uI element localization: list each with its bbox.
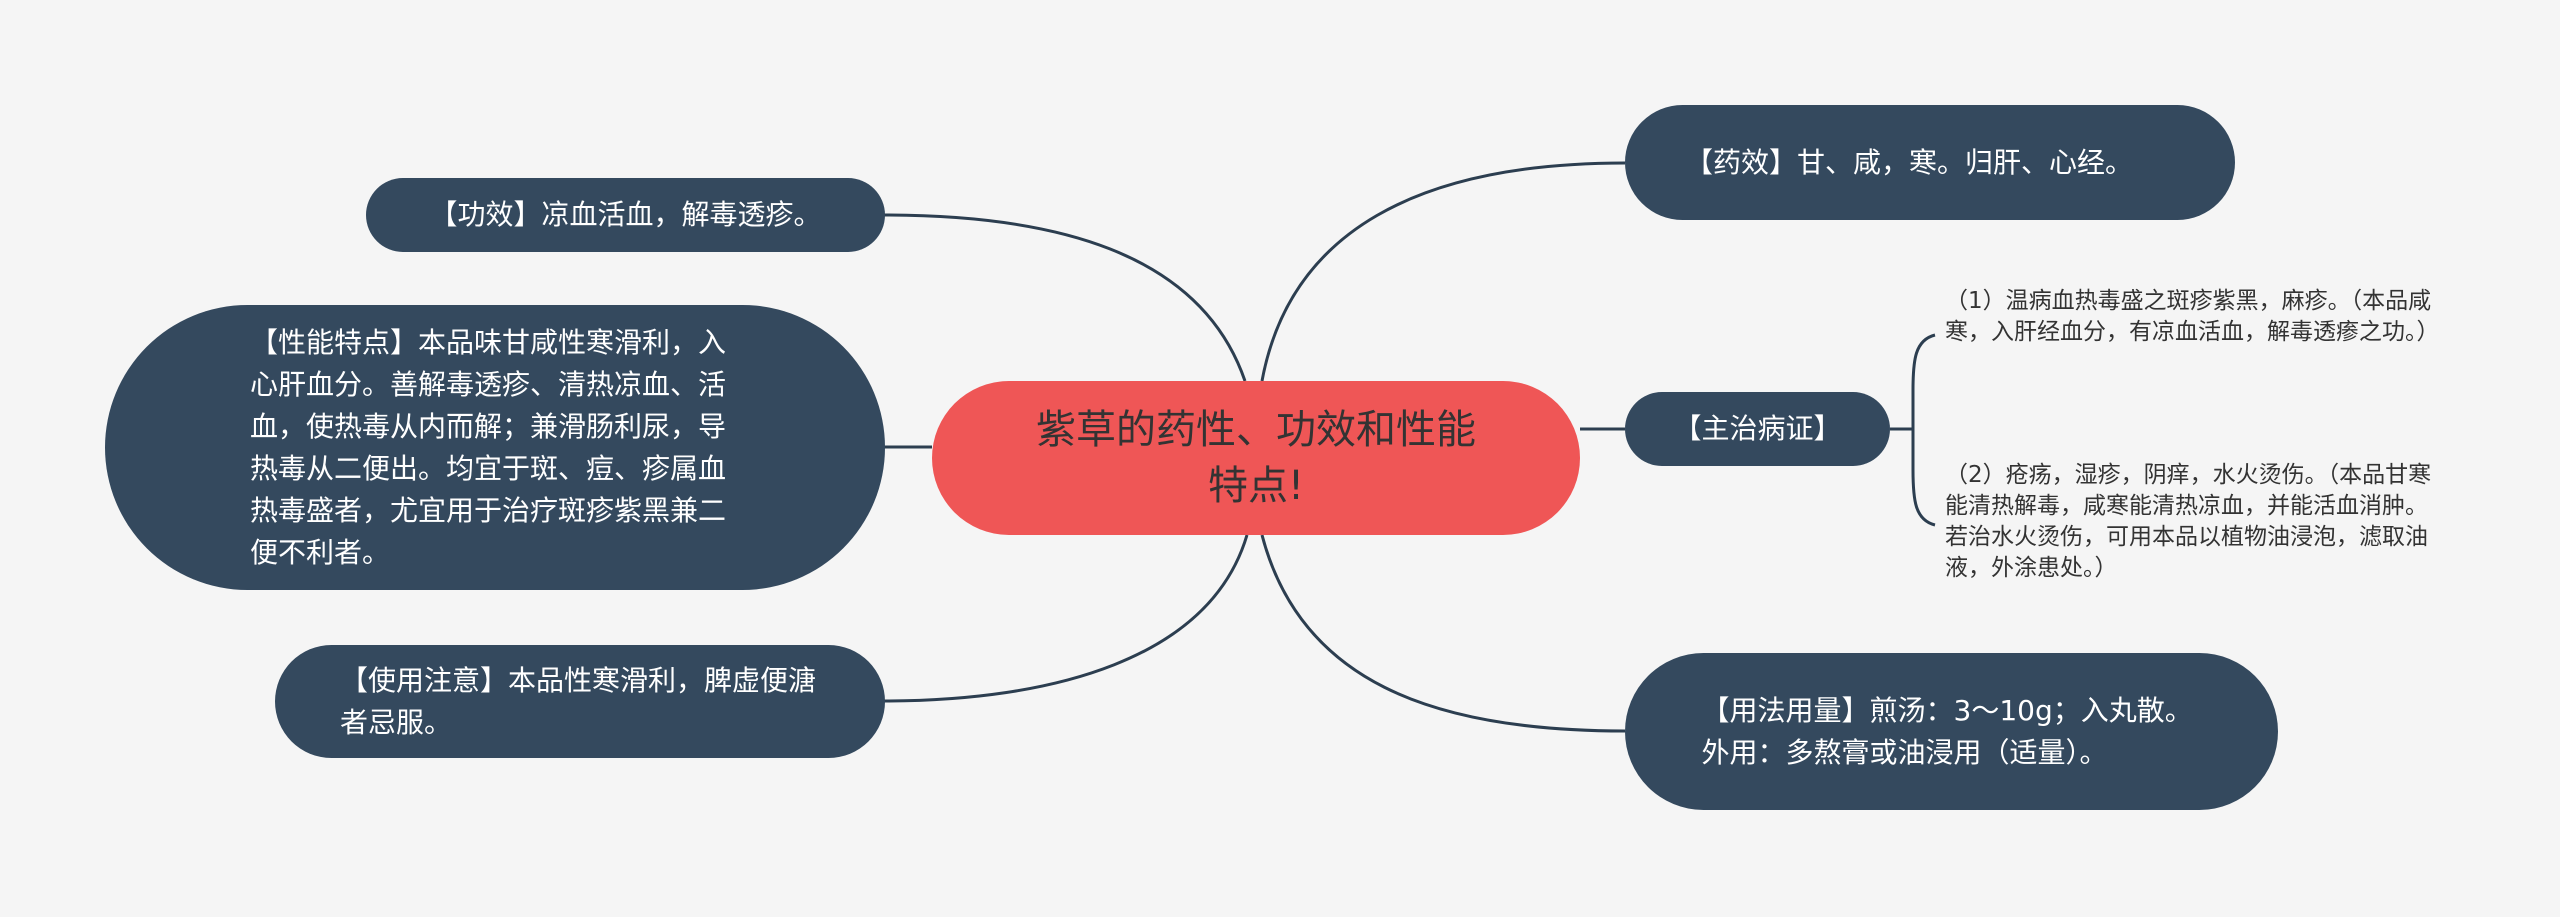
node-gongxiao-text: 【功效】凉血活血，解毒透疹。 [429,198,822,231]
link-yaoxiao [1260,161,1626,382]
node-xingneng-text: 【性能特点】本品味甘咸性寒滑利，入心肝血分。善解毒透疹、清热凉血、活血，使热毒从… [250,325,727,569]
link-yongfa [1260,534,1626,733]
node-xingneng[interactable]: 【性能特点】本品味甘咸性寒滑利，入心肝血分。善解毒透疹、清热凉血、活血，使热毒从… [105,305,885,590]
central-topic-title: 紫草的药性、功效和性能特点! [1036,407,1476,509]
node-yaoxiao[interactable]: 【药效】甘、咸，寒。归肝、心经。 [1625,105,2235,220]
leaf-zhuzhi-1[interactable]: （1）温病血热毒盛之斑疹紫黑，麻疹。（本品咸寒，入肝经血分，有凉血活血，解毒透瘆… [1945,286,2445,348]
link-gongxiao [883,213,1247,382]
node-yongfa-text: 【用法用量】煎汤：3～10g；入丸散。外用：多熬膏或油浸用（适量）。 [1701,693,2193,769]
node-zhuzhi[interactable]: 【主治病证】 [1625,392,1890,466]
leaf-zhuzhi-2[interactable]: （2）疮疡，湿疹，阴痒，水火烫伤。（本品甘寒能清热解毒，咸寒能清热凉血，并能活血… [1945,460,2445,584]
node-yongfa[interactable]: 【用法用量】煎汤：3～10g；入丸散。外用：多熬膏或油浸用（适量）。 [1625,653,2278,810]
node-gongxiao[interactable]: 【功效】凉血活血，解毒透疹。 [366,178,885,252]
leaf-zhuzhi-1-text: （1）温病血热毒盛之斑疹紫黑，麻疹。（本品咸寒，入肝经血分，有凉血活血，解毒透瘆… [1945,288,2440,345]
link-zhuyi [883,534,1249,703]
node-zhuzhi-text: 【主治病证】 [1673,412,1842,445]
node-zhuyi-text: 【使用注意】本品性寒滑利，脾虚便溏者忌服。 [340,663,817,739]
node-zhuyi[interactable]: 【使用注意】本品性寒滑利，脾虚便溏者忌服。 [275,645,885,758]
central-topic[interactable]: 紫草的药性、功效和性能特点! [932,381,1580,535]
node-yaoxiao-text: 【药效】甘、咸，寒。归肝、心经。 [1685,145,2134,179]
leaf-zhuzhi-2-text: （2）疮疡，湿疹，阴痒，水火烫伤。（本品甘寒能清热解毒，咸寒能清热凉血，并能活血… [1945,462,2432,581]
bracket [1911,333,1936,527]
